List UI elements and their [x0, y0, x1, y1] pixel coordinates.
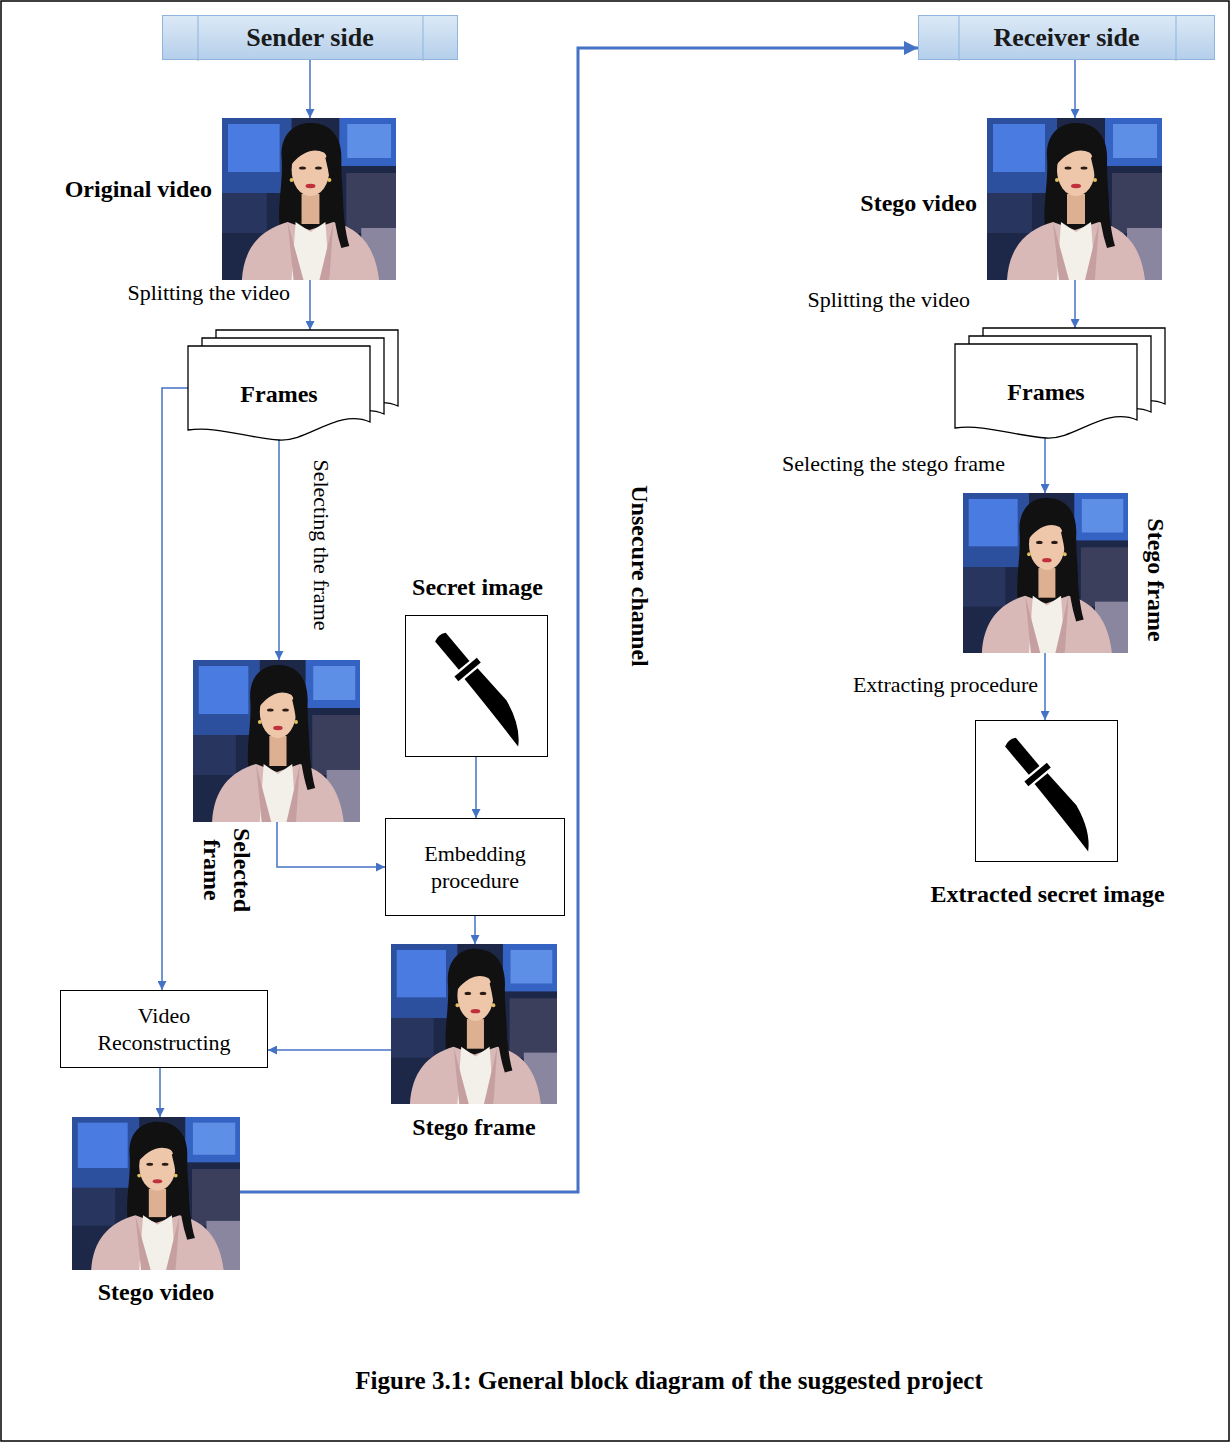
banner-divider — [1176, 16, 1177, 61]
video-frame-picture — [193, 660, 360, 822]
connector-label: Splitting the video — [80, 280, 290, 306]
connector-label: Unsecure channel — [625, 441, 655, 711]
video-frame-picture — [963, 493, 1128, 653]
knife-picture — [406, 616, 547, 756]
process-box: Video Reconstructing — [60, 990, 268, 1068]
secret-image-box: Secret image — [405, 615, 548, 757]
flow-arrow — [309, 60, 311, 118]
video-frame-image: Stego frame — [391, 944, 557, 1104]
video-frame-picture — [987, 118, 1162, 280]
video-frame-image: Stego video — [72, 1117, 240, 1270]
connector-label: Splitting the video — [760, 287, 970, 313]
stack-label: Frames — [188, 356, 370, 432]
flow-arrow — [1074, 280, 1076, 328]
connector-label: Selecting the frame — [308, 425, 334, 665]
image-caption: Stego frame — [381, 1112, 567, 1142]
connector-label: Selecting the stego frame — [715, 451, 1005, 477]
knife-picture — [428, 626, 538, 749]
connector-label: Extracting procedure — [800, 672, 1038, 698]
flow-arrow — [475, 757, 477, 818]
document-page — [188, 346, 370, 440]
image-caption: Stego frame — [1141, 495, 1171, 665]
flow-arrow — [309, 280, 311, 330]
flow-arrow — [162, 388, 188, 990]
flow-arrow — [159, 1068, 161, 1117]
frames-stack: Frames — [188, 330, 398, 440]
image-caption: Original video — [25, 174, 212, 204]
image-caption: Secret image — [386, 572, 569, 602]
video-frame-picture — [222, 118, 396, 280]
knife-picture — [976, 721, 1117, 861]
video-frame-picture — [72, 1117, 240, 1270]
figure-caption: Figure 3.1: General block diagram of the… — [200, 1366, 1138, 1396]
flow-arrow — [474, 916, 476, 944]
process-label: Video Reconstructing — [79, 1002, 249, 1057]
frames-stack: Frames — [955, 328, 1165, 438]
video-frame-picture — [222, 118, 396, 280]
image-caption: Extracted secret image — [894, 879, 1201, 909]
video-frame-image: Original video — [222, 118, 396, 280]
video-frame-picture — [391, 944, 557, 1104]
secret-image-box: Extracted secret image — [975, 720, 1118, 862]
banner-title: Sender side — [246, 23, 373, 53]
banner-title: Receiver side — [993, 23, 1139, 53]
image-caption: Selected frame — [197, 820, 257, 920]
image-caption: Stego video — [825, 188, 977, 218]
side-banner: Sender side — [162, 15, 458, 60]
video-frame-picture — [987, 118, 1162, 280]
banner-divider — [423, 16, 424, 61]
document-page — [955, 344, 1137, 438]
video-frame-picture — [391, 944, 557, 1104]
flow-arrow — [1044, 438, 1046, 493]
video-frame-image: Stego frame — [963, 493, 1128, 653]
flow-arrow — [1044, 653, 1046, 720]
banner-divider — [959, 16, 960, 61]
knife-picture — [998, 731, 1108, 854]
video-frame-image: Stego video — [987, 118, 1162, 280]
flow-arrow — [1074, 60, 1076, 118]
video-frame-image: Selected frame — [193, 660, 360, 822]
flow-arrow — [278, 440, 280, 660]
stack-label: Frames — [955, 354, 1137, 430]
banner-divider — [198, 16, 199, 61]
video-frame-picture — [72, 1117, 240, 1270]
side-banner: Receiver side — [918, 15, 1215, 60]
image-caption: Stego video — [52, 1277, 260, 1307]
flow-arrow — [277, 822, 385, 867]
flow-arrow — [268, 1049, 391, 1051]
video-frame-picture — [193, 660, 360, 822]
video-frame-picture — [963, 493, 1128, 653]
process-label: Embedding procedure — [400, 840, 550, 895]
process-box: Embedding procedure — [385, 818, 565, 916]
